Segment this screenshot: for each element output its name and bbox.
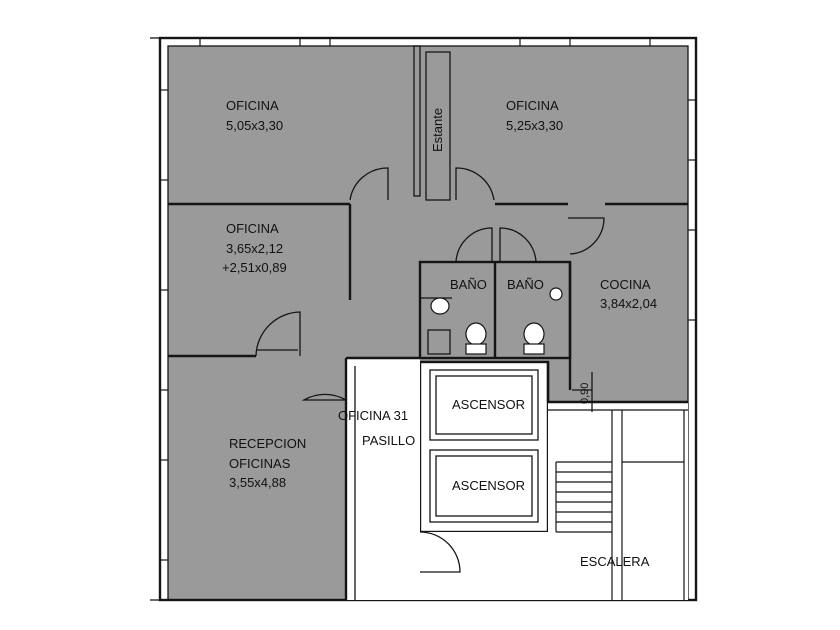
landing-floor (420, 532, 688, 600)
door-bath-1 (455, 227, 493, 263)
toilet-icon-2 (523, 322, 545, 346)
door-office-tr (455, 167, 495, 201)
door-elevator-hall (419, 531, 461, 573)
interior-walls (168, 45, 688, 600)
label-stairs: ESCALERA (580, 554, 650, 569)
partition-top-center (413, 45, 421, 197)
door-kitchen (568, 217, 605, 255)
door-bath-2 (499, 227, 537, 263)
elevator-1-shaft (429, 369, 539, 441)
toilet-icon-1 (465, 322, 487, 346)
label-reception-size: 3,55x4,88 (229, 475, 286, 490)
toilet-tank-1 (465, 343, 487, 355)
door-swings (255, 167, 605, 573)
label-kitchen-name: COCINA (600, 277, 651, 292)
elevator-2-cab (435, 455, 533, 517)
room-labels: OFICINA 5,05x3,30 OFICINA 5,25x3,30 OFIC… (222, 98, 657, 569)
elevator-1-cab (435, 375, 533, 435)
floor-area (168, 46, 688, 600)
label-office-tl-name: OFICINA (226, 98, 279, 113)
toilet-tank-2 (523, 343, 545, 355)
label-office-tr-name: OFICINA (506, 98, 559, 113)
kitchen-sink-icon (549, 287, 563, 301)
label-bath-2: BAÑO (507, 277, 544, 292)
stair-floor (548, 402, 688, 532)
door-office-tl (349, 167, 389, 201)
label-office-ml-name: OFICINA (226, 221, 279, 236)
label-elevator-2: ASCENSOR (452, 478, 525, 493)
sink-icon (430, 297, 450, 315)
label-office-tr-size: 5,25x3,30 (506, 118, 563, 133)
shelf (425, 51, 451, 201)
elevator-2-shaft (429, 449, 539, 523)
label-hall: PASILLO (362, 433, 415, 448)
label-elevator-1: ASCENSOR (452, 397, 525, 412)
label-dimension: 0,90 (579, 383, 591, 404)
label-reception-line2: OFICINAS (229, 456, 291, 471)
label-kitchen-size: 3,84x2,04 (600, 296, 657, 311)
label-office-ml-extra: +2,51x0,89 (222, 260, 287, 275)
door-reception (301, 393, 347, 401)
label-unit: OFICINA 31 (338, 408, 408, 423)
label-shelf: Estante (430, 108, 445, 152)
label-reception-line1: RECEPCION (229, 436, 306, 451)
floor-main (168, 46, 688, 600)
fixtures (430, 287, 563, 355)
label-office-ml-size: 3,65x2,12 (226, 241, 283, 256)
elevator-core (418, 360, 550, 534)
shower-tray (427, 329, 451, 355)
label-office-tl-size: 5,05x3,30 (226, 118, 283, 133)
hall-floor (346, 358, 420, 600)
stairs (555, 410, 685, 600)
door-office-ml (255, 311, 301, 357)
label-bath-1: BAÑO (450, 277, 487, 292)
window-marks (160, 38, 696, 561)
